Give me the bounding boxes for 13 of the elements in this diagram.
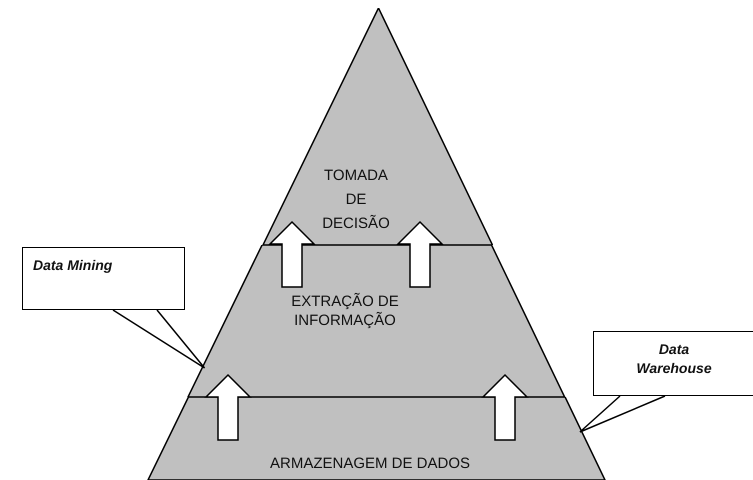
band-label: TOMADA DE DECISÃO: [321, 166, 391, 234]
block-arrow: [204, 374, 252, 441]
block-arrow: [396, 220, 444, 288]
callout-label: Data Warehouse: [635, 340, 713, 378]
callout-box: [593, 331, 753, 396]
block-arrow: [481, 374, 529, 441]
band-label: ARMAZENAGEM DE DADOS: [268, 454, 472, 473]
callout-label: Data Mining: [33, 256, 114, 275]
block-arrow: [268, 220, 316, 288]
callout-box: [22, 247, 185, 310]
leader-line: [112, 309, 206, 369]
leader-line: [579, 395, 666, 433]
band-label: EXTRAÇÃO DE INFORMAÇÃO: [290, 292, 400, 330]
